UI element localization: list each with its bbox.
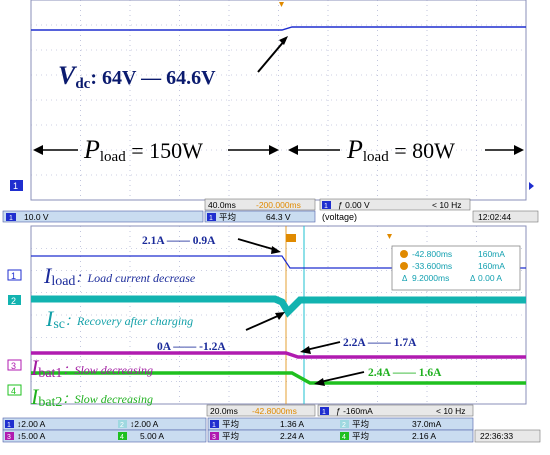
upper-trigger-level[interactable]: ƒ 0.00 V: [338, 200, 370, 210]
ch3-marker[interactable]: [7, 359, 22, 371]
isc-trace: [31, 295, 526, 318]
svg-text:4: 4: [11, 386, 16, 396]
lower-m4-name: 平均: [352, 431, 369, 441]
trigger-position-marker-lower[interactable]: [387, 234, 392, 239]
ch4-marker[interactable]: [7, 384, 22, 396]
lower-ch4-scale[interactable]: 5.00 A: [140, 431, 164, 441]
upper-measure-note: (voltage): [322, 212, 357, 222]
lower-timebase[interactable]: 20.0ms: [210, 406, 238, 416]
svg-text:9.2000ms: 9.2000ms: [412, 273, 449, 283]
upper-panel: Vdc: 64V — 64.6V Pload = 150W Pload = 80…: [10, 0, 534, 201]
svg-text:1: 1: [11, 271, 16, 281]
svg-text:1: 1: [324, 203, 328, 210]
ibat1-trace: [31, 351, 526, 359]
upper-grid: [31, 0, 526, 200]
ibat1-change-label: 2.2A —— 1.7A: [343, 337, 417, 349]
isc-change-label: 0A —— -1.2A: [157, 341, 226, 353]
svg-text:Δ: Δ: [402, 274, 408, 283]
svg-text:1: 1: [9, 215, 13, 222]
svg-text:2: 2: [120, 422, 124, 429]
upper-offset[interactable]: -200.000ms: [256, 200, 301, 210]
upper-timebase[interactable]: 40.0ms: [208, 200, 236, 210]
ch2-marker[interactable]: [8, 295, 21, 305]
svg-text:3: 3: [11, 361, 16, 371]
lower-m1-value: 1.36 A: [280, 419, 304, 429]
ibat2-change-label: 2.4A —— 1.6A: [368, 367, 442, 379]
lower-clock: 22:36:33: [480, 431, 513, 441]
svg-text:1: 1: [212, 422, 216, 429]
svg-text:-33.600ms: -33.600ms: [412, 261, 452, 271]
svg-text:3: 3: [7, 434, 11, 441]
ch1-marker[interactable]: [7, 269, 22, 281]
svg-text:1: 1: [209, 215, 213, 222]
lower-ch3-scale[interactable]: ↕5.00 A: [17, 431, 46, 441]
lower-m3-value: 2.24 A: [280, 431, 304, 441]
svg-text:0.00 A: 0.00 A: [478, 273, 502, 283]
lower-status-bar: 20.0ms -42.8000ms 1 ƒ -160mA < 10 Hz 1 ↕…: [2, 404, 541, 443]
upper-ch1-scale[interactable]: 10.0 V: [24, 212, 49, 222]
lower-offset[interactable]: -42.8000ms: [252, 406, 297, 416]
cursor-readout-box: -42.800ms 160mA -33.600ms 160mA Δ 9.2000…: [391, 245, 521, 291]
svg-text:2: 2: [11, 296, 16, 306]
svg-text:160mA: 160mA: [478, 261, 505, 271]
lower-ch1-scale[interactable]: ↕2.00 A: [17, 419, 46, 429]
trigger-position-marker[interactable]: [279, 2, 284, 7]
isc-label: Isc：Recovery after charging: [45, 306, 193, 332]
svg-text:3: 3: [212, 434, 216, 441]
svg-text:160mA: 160mA: [478, 249, 505, 259]
svg-text:Δ: Δ: [470, 274, 476, 283]
upper-measure-value: 64.3 V: [266, 212, 291, 222]
iload-change-label: 2.1A —— 0.9A: [142, 235, 216, 247]
ch1-ground-marker[interactable]: [10, 180, 23, 191]
ibat1-label: Ibat1：Slow decreasing: [30, 355, 153, 381]
svg-text:-42.800ms: -42.800ms: [412, 249, 452, 259]
lower-m4-value: 2.16 A: [412, 431, 436, 441]
lower-ch2-scale[interactable]: ↕2.00 A: [130, 419, 159, 429]
lower-trigger-level[interactable]: ƒ -160mA: [336, 406, 373, 416]
svg-text:1: 1: [13, 181, 18, 191]
pload-right-label: Pload = 80W: [346, 135, 455, 165]
lower-m2-name: 平均: [352, 419, 369, 429]
svg-text:4: 4: [342, 434, 346, 441]
cursor-a-marker[interactable]: [286, 234, 296, 242]
iload-label: Iload：Load current decrease: [43, 263, 196, 289]
svg-text:2: 2: [342, 422, 346, 429]
svg-text:4: 4: [120, 434, 124, 441]
upper-bandwidth[interactable]: < 10 Hz: [432, 200, 462, 210]
svg-text:1: 1: [7, 422, 11, 429]
lower-m3-name: 平均: [222, 431, 239, 441]
upper-clock: 12:02:44: [478, 212, 511, 222]
lower-panel: 1 2 3 4 2.1A —— 0.9A Iload：Load current …: [7, 225, 527, 410]
pload-left-label: Pload = 150W: [83, 135, 203, 165]
svg-text:1: 1: [322, 409, 326, 416]
upper-measure-name: 平均: [219, 212, 236, 222]
right-edge-marker[interactable]: [529, 182, 534, 190]
lower-m1-name: 平均: [222, 419, 239, 429]
ibat2-trace: [31, 371, 526, 385]
vdc-arrow: [257, 39, 286, 73]
iload-trace: [31, 255, 526, 269]
upper-status-bar: 40.0ms -200.000ms 1 ƒ 0.00 V < 10 Hz 1 1…: [2, 198, 539, 223]
lower-m2-value: 37.0mA: [412, 419, 442, 429]
lower-bandwidth[interactable]: < 10 Hz: [436, 406, 466, 416]
vdc-trace: [31, 26, 526, 31]
vdc-label: Vdc: 64V — 64.6V: [58, 61, 216, 92]
ibat2-label: Ibat2：Slow decreasing: [30, 384, 153, 410]
